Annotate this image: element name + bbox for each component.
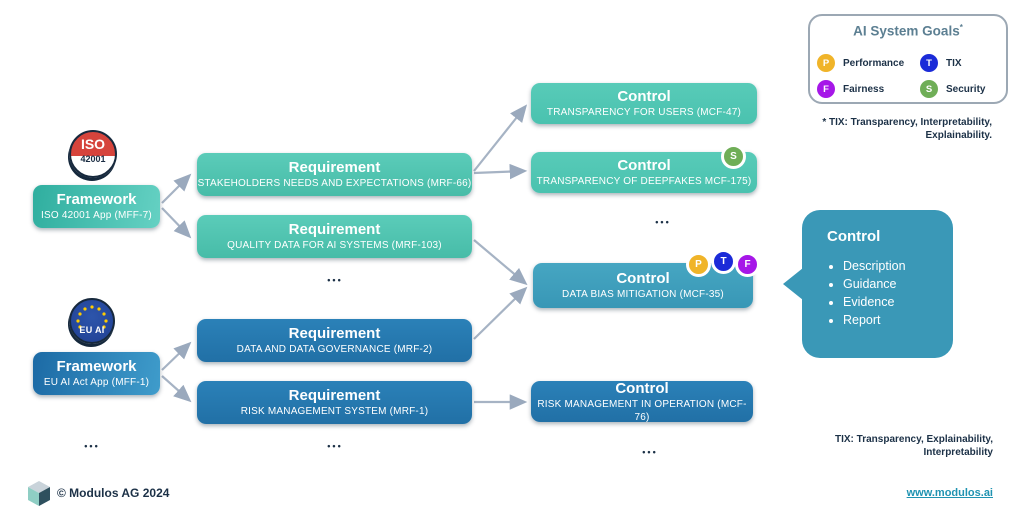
legend-item-label: Fairness [843,83,885,95]
framework-node-eu: Framework EU AI Act App (MFF-1) [33,352,160,395]
control-title: Control [617,157,671,174]
requirement-title: Requirement [288,387,381,404]
legend-item-security: S Security [920,80,985,98]
framework-subtitle: ISO 42001 App (MFF-7) [41,210,152,221]
bubble-item-guidance: Guidance [843,275,953,293]
iso-42001-badge-icon: ISO 42001 [69,130,117,178]
requirement-title: Requirement [288,325,381,342]
ellipsis-controls-blue: ••• [642,447,658,457]
control-title: Control [617,88,671,105]
bubble-item-description: Description [843,257,953,275]
legend-title: AI System Goals* [810,23,1006,39]
tix-goal-icon: T [920,54,938,72]
control-detail-bubble: Control Description Guidance Evidence Re… [783,210,953,358]
framework-title: Framework [56,191,137,208]
performance-goal-icon: P [817,54,835,72]
requirement-node-mrf-2: Requirement DATA AND DATA GOVERNANCE (MR… [197,319,472,362]
bubble-tail [783,268,803,300]
requirement-title: Requirement [288,221,381,238]
security-goal-badge: S [721,144,746,169]
ellipsis-requirements-blue: ••• [327,441,343,451]
control-node-mcf-175: Control TRANSPARENCY OF DEEPFAKES MCF-17… [531,152,757,193]
iso-badge-text: ISO [80,136,106,152]
tix-goal-badge: T [711,249,736,274]
fairness-goal-icon: F [817,80,835,98]
legend-item-tix: T TIX [920,54,962,72]
iso-badge-number: 42001 [80,154,106,164]
control-title: Control [615,379,669,397]
control-subtitle: RISK MANAGEMENT IN OPERATION (MCF-76) [537,398,747,423]
ellipsis-requirements-teal: ••• [327,275,343,285]
footnote-line: Interpretability [923,447,993,458]
framework-title: Framework [56,358,137,375]
framework-subtitle: EU AI Act App (MFF-1) [43,377,150,388]
footnote-line: * TIX: Transparency, Interpretability, [822,117,992,128]
framework-node-iso: Framework ISO 42001 App (MFF-7) [33,185,160,228]
bubble-item-evidence: Evidence [843,293,953,311]
bubble-item-report: Report [843,311,953,329]
modulos-website-link[interactable]: www.modulos.ai [906,487,993,499]
requirement-node-mrf-103: Requirement QUALITY DATA FOR AI SYSTEMS … [197,215,472,258]
performance-goal-badge: P [686,252,711,277]
modulos-logo-icon [28,481,50,506]
control-title: Control [616,270,670,287]
legend-title-asterisk: * [959,23,963,32]
security-goal-icon: S [920,80,938,98]
requirement-subtitle: RISK MANAGEMENT SYSTEM (MRF-1) [240,406,429,417]
ellipsis-controls-teal: ••• [655,217,671,227]
tix-footnote-bottom: TIX: Transparency, Explainability, Inter… [835,433,993,459]
requirement-subtitle: QUALITY DATA FOR AI SYSTEMS (MRF-103) [227,240,442,251]
eu-badge-label: EU AI [79,325,105,335]
legend-item-fairness: F Fairness [817,80,884,98]
ai-system-goals-legend: AI System Goals* P Performance T TIX F F… [808,14,1008,104]
control-subtitle: TRANSPARENCY FOR USERS (MCF-47) [546,107,742,118]
control-subtitle: TRANSPARENCY OF DEEPFAKES MCF-175) [536,176,752,187]
legend-item-label: Security [946,83,986,95]
tix-footnote-top: * TIX: Transparency, Interpretability, E… [822,116,992,142]
bubble-list: Description Guidance Evidence Report [827,257,953,329]
footnote-line: TIX: Transparency, Explainability, [834,434,993,445]
requirement-subtitle: STAKEHOLDERS NEEDS AND EXPECTATIONS (MRF… [197,178,472,189]
control-subtitle: DATA BIAS MITIGATION (MCF-35) [562,289,724,300]
ellipsis-frameworks: ••• [84,441,100,451]
eu-stars-icon [76,305,108,329]
fairness-goal-badge: F [735,252,760,277]
requirement-node-mrf-1: Requirement RISK MANAGEMENT SYSTEM (MRF-… [197,381,472,424]
footnote-line: Explainability. [925,130,993,141]
control-node-mcf-47: Control TRANSPARENCY FOR USERS (MCF-47) [531,83,757,124]
legend-item-label: Performance [843,57,905,69]
copyright-text: © Modulos AG 2024 [57,486,170,500]
bubble-title: Control [827,228,881,245]
legend-title-text: AI System Goals [853,23,960,39]
control-node-mcf-76: Control RISK MANAGEMENT IN OPERATION (MC… [531,379,753,423]
legend-item-label: TIX [946,57,962,69]
requirement-title: Requirement [288,159,381,176]
legend-item-performance: P Performance [817,54,904,72]
eu-ai-badge-icon: EU AI [69,298,115,344]
requirement-subtitle: DATA AND DATA GOVERNANCE (MRF-2) [236,344,433,355]
requirement-node-mrf-66: Requirement STAKEHOLDERS NEEDS AND EXPEC… [197,153,472,196]
